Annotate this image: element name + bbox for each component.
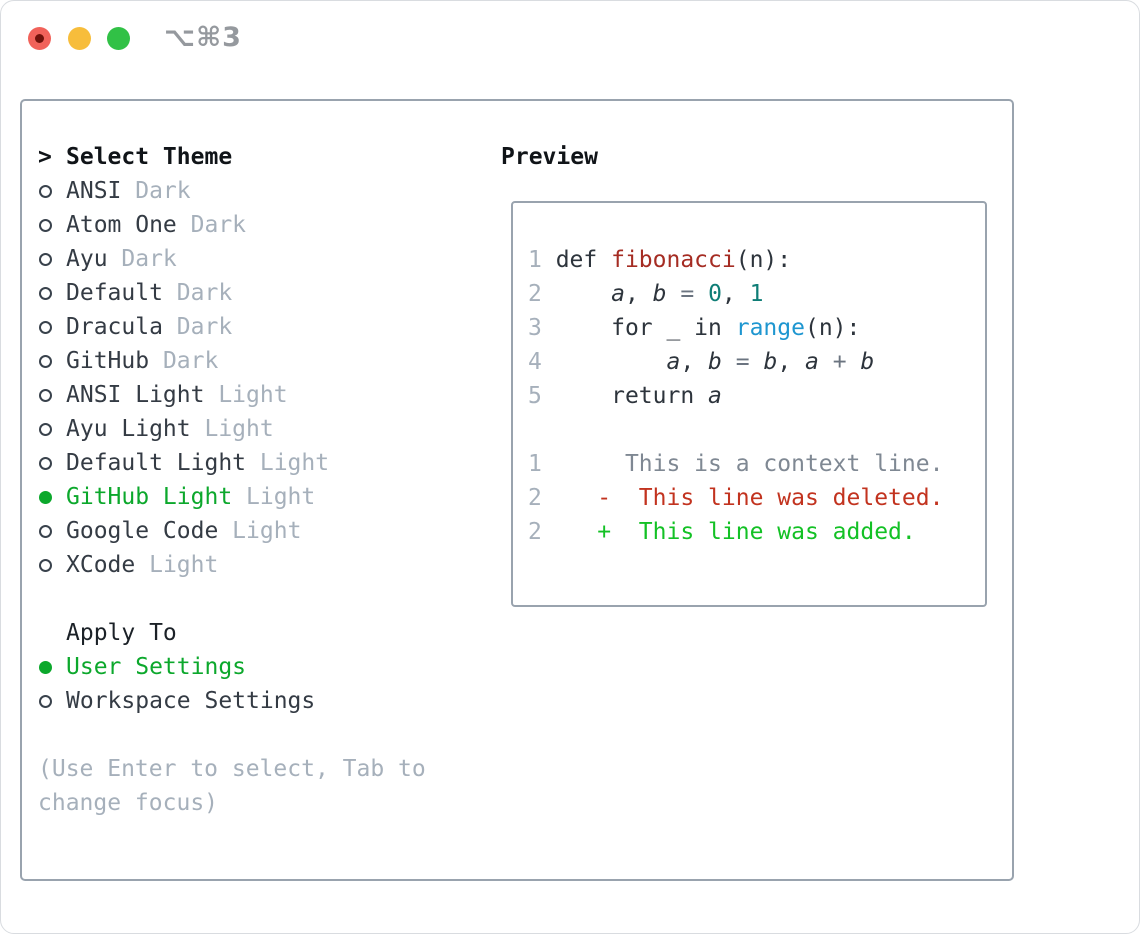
radio-icon [38,286,66,300]
apply-to-header: Apply To [38,616,498,650]
theme-list-header: > Select Theme [38,140,498,174]
radio-icon [38,422,66,436]
apply-option-label: Workspace Settings [66,688,316,714]
theme-name: Default Light [66,450,247,476]
theme-option-dracula-dark[interactable]: Dracula Dark [38,310,498,344]
theme-variant: Light [232,484,316,510]
titlebar: ⌥⌘3 [1,1,1139,75]
theme-variant: Dark [176,212,247,238]
code-line: 2 a, b = 0, 1 [528,281,764,307]
preview-box: 1 def fibonacci(n): 2 a, b = 0, 1 3 for _ … [511,201,987,607]
selection-caret-icon: > [38,144,52,170]
apply-option-workspace-settings[interactable]: Workspace Settings [38,684,498,718]
theme-name: ANSI Light [66,382,205,408]
theme-variant: Dark [107,246,177,272]
keyboard-shortcut-label: ⌥⌘3 [164,22,242,53]
theme-name: Dracula [66,314,163,340]
radio-icon [38,694,66,708]
theme-variant: Dark [149,348,219,374]
apply-option-user-settings[interactable]: User Settings [38,650,498,684]
theme-name: Atom One [66,212,177,238]
theme-variant: Dark [162,280,233,306]
theme-variant: Light [135,552,219,578]
radio-selected-icon [38,490,66,504]
radio-icon [38,320,66,334]
code-line: 2 - This line was deleted. [528,485,944,511]
spacer [38,582,498,616]
code-line: 1 This is a context line. [528,451,944,477]
theme-name: Ayu [66,246,108,272]
radio-icon [38,354,66,368]
radio-icon [38,184,66,198]
theme-name: Ayu Light [66,416,191,442]
minimize-button[interactable] [68,27,91,50]
spacer [38,718,498,752]
theme-option-ayu-light-light[interactable]: Ayu Light Light [38,412,498,446]
code-line: 4 a, b = b, a + b [528,349,875,375]
code-line: 3 for _ in range(n): [528,315,861,341]
theme-option-ansi-dark[interactable]: ANSI Dark [38,174,498,208]
theme-option-ansi-light-light[interactable]: ANSI Light Light [38,378,498,412]
code-line: 5 return a [528,383,722,409]
theme-variant: Light [218,518,302,544]
help-text-line-2: change focus) [38,790,219,816]
theme-option-google-code-light[interactable]: Google Code Light [38,514,498,548]
apply-option-label: User Settings [66,654,247,680]
theme-option-github-light-light[interactable]: GitHub Light Light [38,480,498,514]
theme-option-default-light-light[interactable]: Default Light Light [38,446,498,480]
zoom-button[interactable] [107,27,130,50]
radio-icon [38,456,66,470]
code-preview: 1 def fibonacci(n): 2 a, b = 0, 1 3 for _ … [528,243,943,549]
theme-name: XCode [66,552,136,578]
theme-option-atom-one-dark[interactable]: Atom One Dark [38,208,498,242]
theme-variant: Light [190,416,274,442]
apply-to-header-label: Apply To [66,620,177,646]
theme-name: GitHub [66,348,150,374]
close-dot-icon [35,34,44,43]
theme-variant: Dark [162,314,233,340]
theme-option-ayu-dark[interactable]: Ayu Dark [38,242,498,276]
theme-option-default-dark[interactable]: Default Dark [38,276,498,310]
radio-selected-icon [38,660,66,674]
code-line: 1 def fibonacci(n): [528,247,792,273]
help-text-line-1: (Use Enter to select, Tab to [38,756,426,782]
radio-icon [38,218,66,232]
theme-name: ANSI [66,178,122,204]
radio-icon [38,252,66,266]
code-line: 2 + This line was added. [528,519,916,545]
theme-variant: Light [246,450,330,476]
theme-variant: Dark [121,178,191,204]
theme-list-header-label: Select Theme [66,144,233,170]
theme-option-github-dark[interactable]: GitHub Dark [38,344,498,378]
close-button[interactable] [28,27,51,50]
theme-name: Default [66,280,163,306]
radio-icon [38,388,66,402]
preview-title: Preview [501,144,598,170]
theme-option-xcode-light[interactable]: XCode Light [38,548,498,582]
radio-icon [38,558,66,572]
theme-variant: Light [204,382,288,408]
theme-name: Google Code [66,518,219,544]
code-line [528,413,943,447]
theme-name: GitHub Light [66,484,233,510]
radio-icon [38,524,66,538]
